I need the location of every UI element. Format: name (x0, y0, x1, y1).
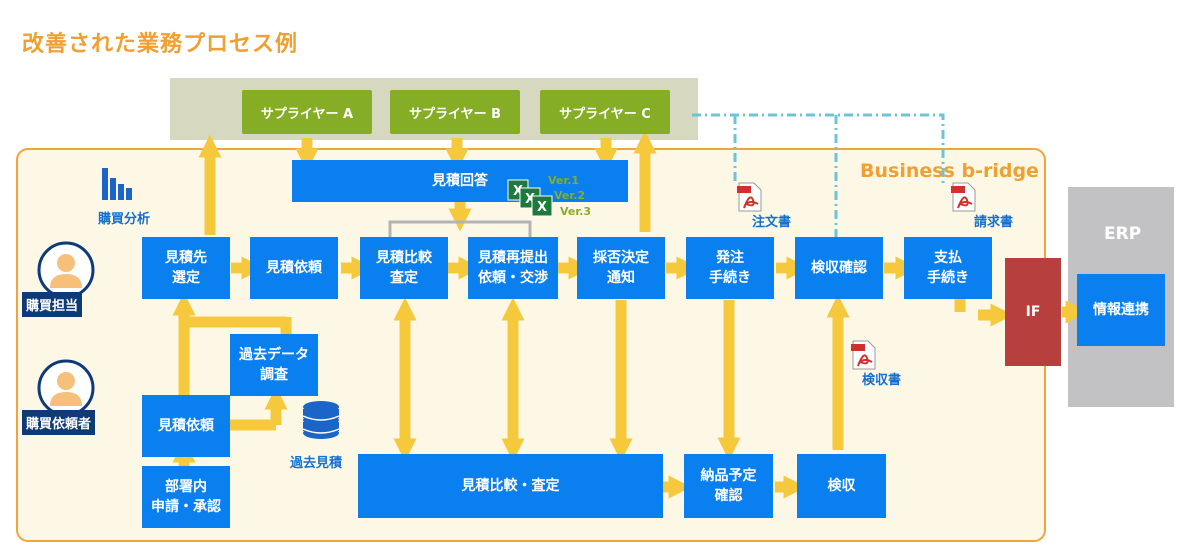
version-1: Ver.1 (548, 174, 580, 187)
excel-icon: X X X (507, 179, 553, 217)
requester-role-label: 購買依頼者 (22, 410, 96, 435)
past-quotes-label: 過去見積 (290, 456, 343, 471)
step-order: 発注手続き (686, 237, 774, 299)
purchase-order-label: 注文書 (752, 215, 792, 230)
platform-label: Business b-ridge (860, 160, 1039, 182)
step-acceptance-check: 検収確認 (795, 237, 883, 299)
step-dept-approval: 部署内申請・承認 (142, 466, 230, 528)
if-box: IF (1005, 258, 1061, 366)
supplier-a: サプライヤー A (242, 90, 372, 134)
version-3: Ver.3 (560, 205, 592, 218)
buyer-role-label: 購買担当 (22, 292, 83, 317)
step-decision: 採否決定通知 (577, 237, 665, 299)
buyer-avatar-icon (37, 241, 95, 299)
quote-response-box: 見積回答 (292, 160, 628, 202)
inspection-doc-label: 検収書 (862, 373, 902, 388)
purchase-order-pdf-icon (737, 182, 762, 212)
page-title: 改善された業務プロセス例 (22, 32, 299, 57)
step-supplier-select: 見積先選定 (142, 237, 230, 299)
invoice-label: 請求書 (974, 215, 1014, 230)
step-inspection: 検収 (797, 454, 886, 518)
supplier-c: サプライヤー C (540, 90, 670, 134)
step-compare-bottom: 見積比較・査定 (358, 454, 663, 518)
database-icon (302, 401, 340, 439)
inspection-pdf-icon (851, 340, 876, 370)
bar-chart-icon (102, 168, 132, 200)
invoice-pdf-icon (951, 182, 976, 212)
step-payment: 支払手続き (904, 237, 992, 299)
requester-avatar-icon (37, 359, 95, 417)
step-request: 見積依頼 (142, 395, 230, 457)
step-past-data: 過去データ調査 (230, 334, 318, 396)
info-link-box: 情報連携 (1077, 274, 1165, 346)
svg-text:X: X (513, 184, 523, 199)
step-quote-request: 見積依頼 (250, 237, 338, 299)
svg-text:X: X (537, 200, 547, 215)
svg-text:X: X (525, 192, 535, 207)
step-delivery: 納品予定確認 (684, 454, 773, 518)
purchase-analysis-label: 購買分析 (98, 212, 151, 227)
supplier-b: サプライヤー B (390, 90, 520, 134)
step-quote-compare: 見積比較査定 (360, 237, 448, 299)
version-2: Ver.2 (554, 189, 586, 202)
erp-label: ERP (1104, 224, 1142, 244)
step-requote: 見積再提出依頼・交渉 (468, 237, 558, 299)
